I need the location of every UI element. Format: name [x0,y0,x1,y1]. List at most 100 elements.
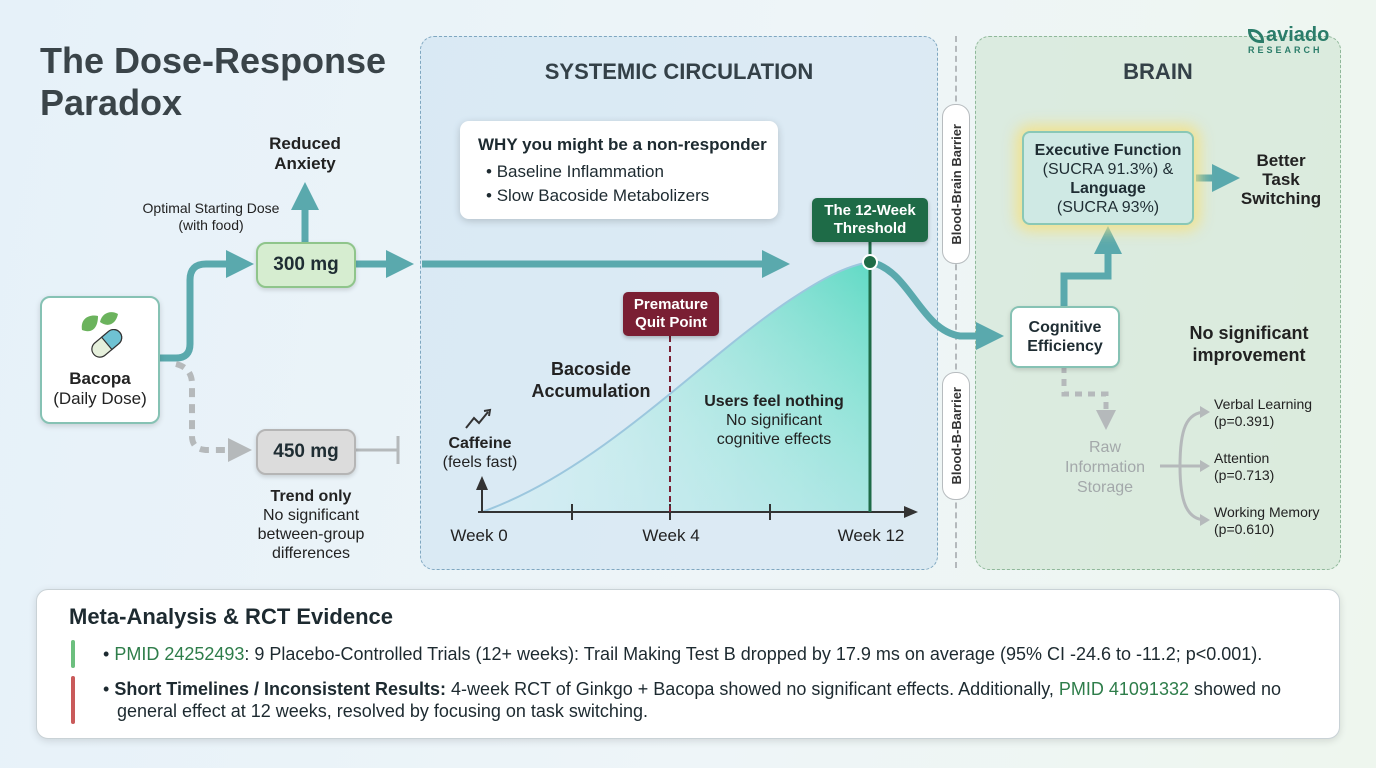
accum-line-2: Accumulation [531,381,651,401]
arrow-cognitive-to-exec [1060,226,1122,306]
blood-brain-barrier-line [955,36,957,568]
arrow-to-cognitive [869,258,1004,350]
better-line-2: Task [1262,170,1300,189]
outcome-name-3: Working Memory [1214,504,1320,520]
quit-line-2: Quit Point [635,314,707,331]
outcome-p-3: (p=0.610) [1214,521,1275,537]
exec-line-3: Language [1070,180,1146,197]
evidence-row-1: • PMID 24252493: 9 Placebo-Controlled Tr… [103,644,1263,664]
row2-text-b: showed no general effect at 12 weeks, re… [117,679,1282,721]
bacopa-sublabel: (Daily Dose) [53,389,147,408]
threshold-line-2: Threshold [833,220,907,237]
pmid-link-1[interactable]: PMID 24252493 [114,644,245,664]
why-title: WHY you might be a non-responder [478,135,767,154]
dose-450mg: 450 mg [256,429,356,475]
anxiety-line-1: Reduced [269,134,341,153]
evidence-bar-green [71,640,75,668]
accum-line-1: Bacoside [550,359,632,379]
caffeine-line-1: Caffeine [448,435,512,452]
raw-line-3: Storage [1076,479,1134,496]
systemic-title: SYSTEMIC CIRCULATION [544,59,814,84]
raw-line-2: Information [1064,459,1146,476]
arrow-bacopa-to-450 [175,361,252,462]
cog-line-2: Efficiency [1027,338,1103,355]
why-item-2: • Slow Bacoside Metabolizers [486,186,710,205]
better-line-1: Better [1256,151,1306,170]
barrier-pill-top: Blood-Brain Barrier [942,104,970,264]
better-line-3: Switching [1240,189,1322,208]
leaf-logo-icon [1248,28,1264,43]
trend-line-3: differences [272,545,350,562]
evidence-row-2: • Short Timelines / Inconsistent Results… [103,679,1282,721]
raw-information-storage-label: Raw Information Storage [1052,438,1158,498]
arrow-bacopa-to-300 [156,250,254,362]
pmid-link-2[interactable]: PMID 41091332 [1058,679,1189,699]
caffeine-label: Caffeine (feels fast) [432,434,528,472]
arrow-cognitive-to-raw [1061,366,1116,430]
brain-panel: BRAIN [975,36,1341,570]
nosig-line-2: improvement [1192,345,1306,365]
outcome-p-2: (p=0.713) [1214,467,1275,483]
trend-line-2: between-group [257,526,365,543]
outcome-verbal-learning: Verbal Learning (p=0.391) [1214,396,1312,430]
week-4-label: Week 4 [642,526,700,545]
nosig-line-1: No significant [1189,323,1309,343]
feel-line-1: No significant [725,412,823,429]
exec-line-4: (SUCRA 93%) [1056,199,1160,216]
exec-line-2: (SUCRA 91.3%) & [1042,161,1174,178]
accumulation-curve [481,261,871,513]
optimal-line-1: Optimal Starting Dose [142,200,280,216]
trend-title: Trend only [270,488,352,505]
logo-text: aviado [1266,24,1330,46]
barrier-pill-bottom: Blood-B-Barrier [942,372,970,500]
outcomes-bracket [1160,410,1207,522]
evidence-bar-red [71,676,75,724]
dose-300mg: 300 mg [256,242,356,288]
outcome-working-memory: Working Memory (p=0.610) [1214,504,1320,538]
feel-title: Users feel nothing [704,393,844,410]
week-12-label: Week 12 [837,526,905,545]
reduced-anxiety-label: Reduced Anxiety [255,134,355,174]
raw-line-1: Raw [1088,439,1121,456]
outcome-name-1: Verbal Learning [1214,396,1313,412]
logo-subtext: RESEARCH [1248,45,1323,55]
no-significant-improvement-label: No significant improvement [1168,322,1330,366]
better-task-switching-label: Better Task Switching [1234,151,1328,208]
executive-function-box: Executive Function (SUCRA 91.3%) & Langu… [1022,131,1194,225]
anxiety-line-2: Anxiety [274,154,336,173]
cog-line-1: Cognitive [1028,319,1102,336]
users-feel-nothing-label: Users feel nothing No significant cognit… [690,392,858,449]
evidence-title: Meta-Analysis & RCT Evidence [69,604,393,629]
outcome-p-1: (p=0.391) [1214,413,1275,429]
caffeine-icon [465,411,489,429]
evidence-panel: Meta-Analysis & RCT Evidence • PMID 2425… [36,589,1340,739]
threshold-line-1: The 12-Week [824,202,916,219]
week-0-label: Week 0 [450,526,508,545]
cognitive-efficiency-box: Cognitive Efficiency [1010,306,1120,368]
row1-text: : 9 Placebo-Controlled Trials (12+ weeks… [244,644,1263,664]
feel-line-2: cognitive effects [716,431,832,448]
exec-line-1: Executive Function [1034,142,1182,159]
quit-line-1: Premature [633,296,709,313]
optimal-line-2: (with food) [178,217,244,233]
row2-text-a: 4-week RCT of Ginkgo + Bacopa showed no … [446,679,1059,699]
brain-title: BRAIN [1123,59,1193,84]
threshold-tag: The 12-Week Threshold [812,198,928,242]
trend-only-note: Trend only No significant between-group … [230,487,392,563]
quit-point-tag: Premature Quit Point [623,292,719,336]
bacopa-label: Bacopa [69,369,131,388]
row2-bold: Short Timelines / Inconsistent Results: [114,679,447,699]
why-item-1: • Baseline Inflammation [486,162,664,181]
aviado-logo: aviado RESEARCH [1248,24,1348,55]
page-title: The Dose-Response Paradox [40,40,387,123]
outcome-name-2: Attention [1214,450,1270,466]
non-responder-box: WHY you might be a non-responder • Basel… [460,121,778,219]
trend-line-1: No significant [262,507,360,524]
bacopa-node: Bacopa (Daily Dose) [40,296,160,424]
caffeine-line-2: (feels fast) [442,454,518,471]
outcome-attention: Attention (p=0.713) [1214,450,1274,484]
bacopa-capsule-icon [81,312,123,358]
optimal-dose-note: Optimal Starting Dose (with food) [136,200,286,234]
bacoside-accumulation-label: Bacoside Accumulation [520,358,662,402]
